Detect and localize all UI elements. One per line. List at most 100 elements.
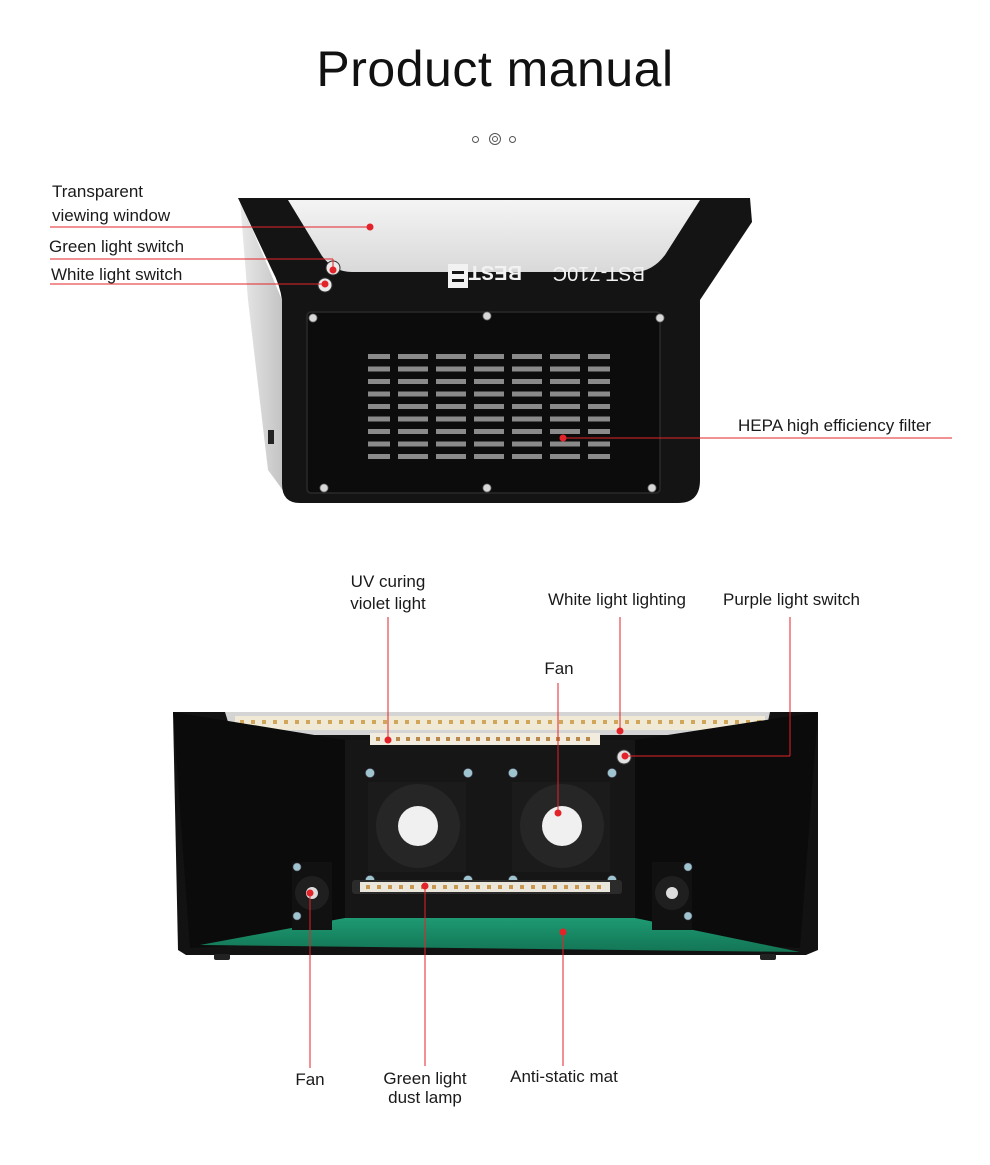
vent-slot: [368, 441, 390, 447]
led-white: [537, 720, 541, 724]
led-uv: [446, 737, 450, 741]
vent-slot: [550, 404, 580, 409]
page-title: Product manual: [316, 41, 674, 97]
callout-dots: [306, 223, 629, 936]
led-uv: [536, 737, 540, 741]
led-green: [509, 885, 513, 889]
led-white: [581, 720, 585, 724]
fan-large-right: [512, 782, 610, 872]
device-inside-view: [173, 712, 818, 960]
vent-slot: [436, 454, 466, 459]
led-green: [476, 885, 480, 889]
led-green: [410, 885, 414, 889]
led-white: [460, 720, 464, 724]
led-uv: [406, 737, 410, 741]
vent-slot: [588, 366, 610, 372]
label-fan-top: Fan: [544, 659, 574, 678]
vent-slot: [398, 391, 428, 397]
led-white: [427, 720, 431, 724]
led-white: [658, 720, 662, 724]
led-green: [564, 885, 568, 889]
led-green: [399, 885, 403, 889]
led-white: [482, 720, 486, 724]
vent-slot: [588, 404, 610, 409]
led-uv: [576, 737, 580, 741]
led-white: [284, 720, 288, 724]
led-white: [548, 720, 552, 724]
led-white: [273, 720, 277, 724]
vent-slot: [474, 441, 504, 447]
vent-slot: [474, 354, 504, 359]
led-white: [328, 720, 332, 724]
carousel-dot-2[interactable]: [489, 133, 501, 145]
led-white: [449, 720, 453, 724]
vent-slot: [588, 429, 610, 434]
led-uv: [416, 737, 420, 741]
label-uv-line1: UV curing: [350, 572, 426, 591]
carousel-dot-3[interactable]: [509, 136, 516, 143]
led-uv: [426, 737, 430, 741]
led-white: [361, 720, 365, 724]
label-purple-switch: Purple light switch: [723, 590, 861, 609]
label-white-switch: White light switch: [51, 265, 183, 284]
vent-slot: [398, 429, 428, 434]
led-white: [559, 720, 563, 724]
led-white: [493, 720, 497, 724]
led-uv: [516, 737, 520, 741]
led-green: [366, 885, 370, 889]
led-white: [636, 720, 640, 724]
brand-logo-text: BEST: [469, 261, 522, 283]
led-green: [553, 885, 557, 889]
led-uv: [486, 737, 490, 741]
led-white: [702, 720, 706, 724]
vent-slot: [588, 416, 610, 422]
vent-slot: [474, 454, 504, 459]
led-white: [394, 720, 398, 724]
vent-slot: [474, 379, 504, 384]
vent-slot: [512, 366, 542, 372]
led-white: [504, 720, 508, 724]
vent-slot: [398, 379, 428, 384]
led-white: [240, 720, 244, 724]
vent-slot: [588, 391, 610, 397]
model-text: BST-710C: [553, 262, 645, 284]
label-green-lamp-line1: Green light: [383, 1069, 467, 1088]
label-hepa-filter: HEPA high efficiency filter: [738, 416, 932, 435]
led-white: [603, 720, 607, 724]
vent-slot: [474, 404, 504, 409]
vent-slot: [398, 366, 428, 372]
led-white: [262, 720, 266, 724]
led-green: [432, 885, 436, 889]
led-uv: [586, 737, 590, 741]
vent-slot: [436, 379, 466, 384]
vent-slot: [588, 454, 610, 459]
led-white: [339, 720, 343, 724]
led-green: [575, 885, 579, 889]
led-uv: [396, 737, 400, 741]
label-anti-static-mat: Anti-static mat: [510, 1067, 618, 1086]
led-uv: [526, 737, 530, 741]
vent-slot: [436, 441, 466, 447]
device-top-view: BST-710C BEST: [238, 198, 752, 503]
vent-slot: [368, 379, 390, 384]
vent-slot: [368, 416, 390, 422]
vent-slot: [436, 404, 466, 409]
led-green: [443, 885, 447, 889]
vent-slot: [550, 416, 580, 422]
vent-slot: [436, 416, 466, 422]
led-green: [542, 885, 546, 889]
vent-slot: [512, 391, 542, 397]
led-green: [388, 885, 392, 889]
led-white: [691, 720, 695, 724]
led-white: [713, 720, 717, 724]
vent-slot: [588, 354, 610, 359]
carousel-dot-1[interactable]: [472, 136, 479, 143]
led-white: [625, 720, 629, 724]
vent-slot: [474, 366, 504, 372]
led-white: [438, 720, 442, 724]
vent-slot: [512, 354, 542, 359]
vent-slot: [398, 441, 428, 447]
led-green: [454, 885, 458, 889]
vent-slot: [512, 379, 542, 384]
led-white: [306, 720, 310, 724]
